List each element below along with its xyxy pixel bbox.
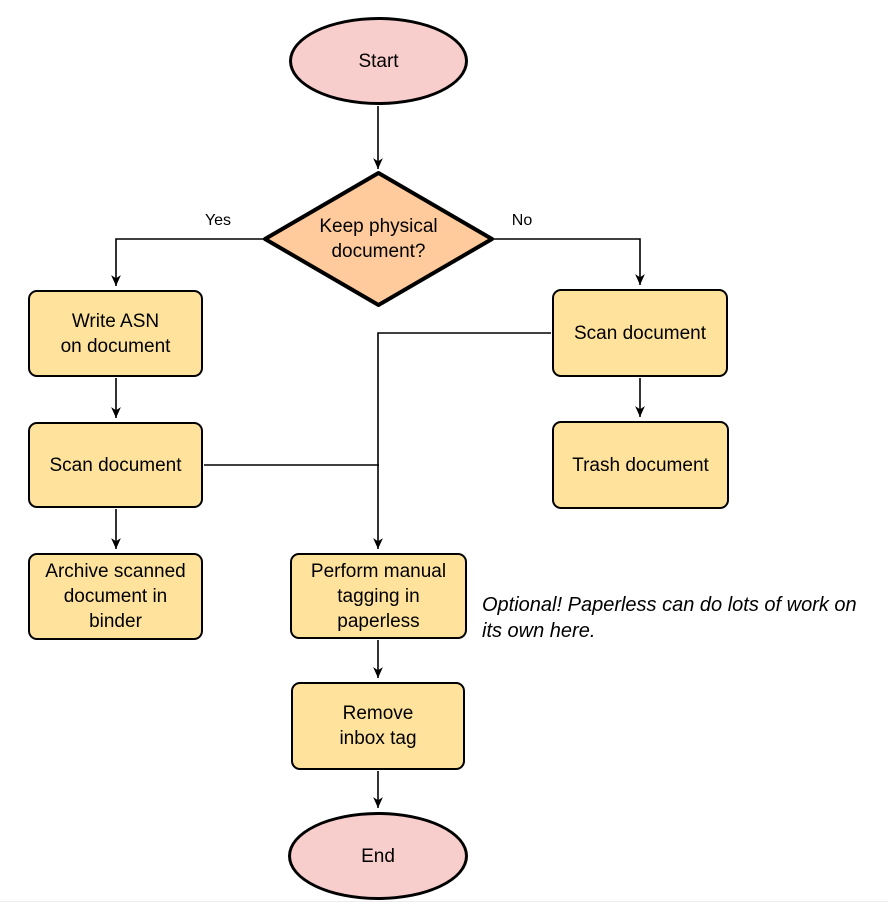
edge-decision-writeasn-yes xyxy=(111,238,265,286)
node-manual-tagging: Perform manual tagging in paperless xyxy=(290,553,467,639)
node-scan-document-right: Scan document xyxy=(552,289,728,377)
edge-scanright-tagging xyxy=(373,332,551,549)
node-scan-document-left-label: Scan document xyxy=(49,454,182,476)
bottom-edge-rule xyxy=(0,901,888,902)
node-start-label: Start xyxy=(358,50,399,72)
node-end-label: End xyxy=(361,845,395,867)
node-end: End xyxy=(288,812,468,900)
node-scan-document-left: Scan document xyxy=(28,422,203,508)
node-remove-inbox-tag: Remove inbox tag xyxy=(291,682,465,770)
node-scan-document-right-label: Scan document xyxy=(573,322,707,344)
decision-diamond-shape xyxy=(263,171,494,307)
optional-note: Optional! Paperless can do lots of work … xyxy=(482,594,857,642)
node-archive-scanned-label: Archive scanned document in binder xyxy=(45,561,186,632)
edge-label-no: No xyxy=(511,212,533,229)
node-remove-inbox-tag-label: Remove inbox tag xyxy=(339,703,417,749)
node-write-asn: Write ASN on document xyxy=(28,290,203,377)
node-write-asn-label: Write ASN on document xyxy=(60,310,171,357)
node-archive-scanned: Archive scanned document in binder xyxy=(28,553,203,640)
node-manual-tagging-label: Perform manual tagging in paperless xyxy=(310,560,447,632)
node-trash-document: Trash document xyxy=(552,421,729,509)
node-decision: Keep physical document? xyxy=(265,173,492,305)
edge-decision-scanright-no xyxy=(492,238,645,285)
edge-label-yes: Yes xyxy=(204,212,232,229)
node-decision-label: Keep physical document? xyxy=(319,216,438,262)
node-trash-document-label: Trash document xyxy=(572,454,709,476)
node-start: Start xyxy=(289,17,468,105)
